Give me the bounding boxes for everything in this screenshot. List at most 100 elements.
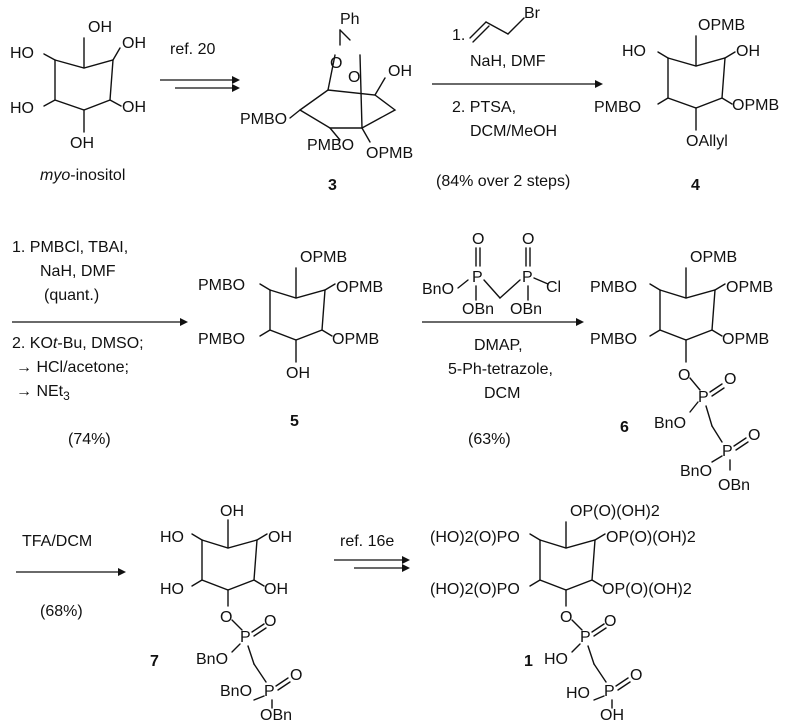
step3-line6: → NEt3 <box>16 383 70 403</box>
step3-line1: 1. PMBCl, TBAI, <box>12 239 128 256</box>
step6-ref: ref. 16e <box>340 533 394 550</box>
allyl-br: Br <box>524 5 541 22</box>
step2-ptsa: 2. PTSA, <box>452 99 516 116</box>
c4-upper-right: OH <box>736 43 760 60</box>
reagent-obn-left: OBn <box>462 301 494 318</box>
c6-p1-bno: BnO <box>654 415 686 432</box>
step4-yield: (63%) <box>468 431 511 448</box>
step3-line5: → HCl/acetone; <box>16 359 129 376</box>
compound-3-number: 3 <box>328 177 337 194</box>
c1-p2-o: O <box>630 667 642 684</box>
myo-oh-upper-right: OH <box>122 35 146 52</box>
reagent-o-right: O <box>522 231 534 248</box>
step3-line4: 2. KOt-Bu, DMSO; <box>12 335 144 352</box>
c3-o2: O <box>348 69 360 86</box>
c4-lower-right: OPMB <box>732 97 779 114</box>
c5-lower-right: OPMB <box>332 331 379 348</box>
compound-7-structure: OH HO OH HO OH O P O BnO P O BnO OBn 7 <box>150 503 302 724</box>
c1-p1-ho: HO <box>544 651 568 668</box>
reagent-o-left: O <box>472 231 484 248</box>
step3-yield: (74%) <box>68 431 111 448</box>
step2-num1: 1. <box>452 27 465 44</box>
c6-o-link: O <box>678 367 690 384</box>
compound-1-structure: OP(O)(OH)2 (HO)2(O)PO OP(O)(OH)2 (HO)2(O… <box>430 503 696 724</box>
c1-p1: P <box>580 629 591 646</box>
step2-naH-dmf: NaH, DMF <box>470 53 546 70</box>
c1-p2-oh: OH <box>600 707 624 724</box>
reagent-p-right: P <box>522 269 533 286</box>
c3-pmbo-left: PMBO <box>240 111 287 128</box>
compound-1-number: 1 <box>524 653 533 670</box>
c6-lower-right: OPMB <box>722 331 769 348</box>
c5-top: OPMB <box>300 249 347 266</box>
c1-lower-left: (HO)2(O)PO <box>430 581 520 598</box>
c3-pmbo-bottom: PMBO <box>307 137 354 154</box>
step5-conditions: TFA/DCM (68%) <box>16 533 126 620</box>
step2-arrow: 1. Br NaH, DMF 2. PTSA, DCM/MeOH (84% ov… <box>432 5 603 190</box>
step5-line1: TFA/DCM <box>22 533 92 550</box>
c5-lower-left: PMBO <box>198 331 245 348</box>
c4-bottom: OAllyl <box>686 133 728 150</box>
c1-upper-right: OP(O)(OH)2 <box>606 529 696 546</box>
c1-o-link: O <box>560 609 572 626</box>
myo-ho-upper-left: HO <box>10 45 34 62</box>
c7-top: OH <box>220 503 244 520</box>
compound-4-number: 4 <box>691 177 700 194</box>
c7-p2: P <box>264 683 275 700</box>
c7-o-link: O <box>220 609 232 626</box>
compound-5-number: 5 <box>290 413 299 430</box>
c6-p2: P <box>722 443 733 460</box>
myo-oh-top: OH <box>88 19 112 36</box>
myo-inositol-structure: OH HO OH HO OH OH myo-inositol <box>10 19 146 184</box>
myo-oh-lower-right: OH <box>122 99 146 116</box>
c7-p1-bno: BnO <box>196 651 228 668</box>
step3-line2: NaH, DMF <box>40 263 116 280</box>
compound-3-structure: Ph O O OH PMBO PMBO OPMB 3 <box>240 11 413 194</box>
c1-p1-o: O <box>604 613 616 630</box>
c6-upper-left: PMBO <box>590 279 637 296</box>
c6-top: OPMB <box>690 249 737 266</box>
c1-p2-ho: HO <box>566 685 590 702</box>
c6-lower-left: PMBO <box>590 331 637 348</box>
c5-bottom: OH <box>286 365 310 382</box>
c7-p1-o: O <box>264 613 276 630</box>
compound-7-number: 7 <box>150 653 159 670</box>
c5-upper-right: OPMB <box>336 279 383 296</box>
step3-line3: (quant.) <box>44 287 99 304</box>
step4-conditions: O O P P BnO Cl OBn OBn DMAP, 5-Ph-tetraz… <box>422 231 584 448</box>
bisphosphonate-reagent-structure: O O P P BnO Cl OBn OBn <box>422 231 561 318</box>
step3-conditions: 1. PMBCl, TBAI, NaH, DMF (quant.) 2. KOt… <box>12 239 188 448</box>
step2-yield: (84% over 2 steps) <box>436 173 570 190</box>
step1-arrow: ref. 20 <box>160 41 240 92</box>
c4-top: OPMB <box>698 17 745 34</box>
myo-inositol-label: myo-inositol <box>40 167 125 184</box>
allyl-bromide-structure: Br <box>469 5 541 43</box>
c3-oh: OH <box>388 63 412 80</box>
reagent-bno: BnO <box>422 281 454 298</box>
step6-arrow: ref. 16e <box>334 533 410 572</box>
compound-5-structure: OPMB PMBO OPMB PMBO OPMB OH 5 <box>198 249 383 430</box>
c6-p1-o: O <box>724 371 736 388</box>
c1-upper-left: (HO)2(O)PO <box>430 529 520 546</box>
step4-line2: 5-Ph-tetrazole, <box>448 361 553 378</box>
c7-upper-right: OH <box>268 529 292 546</box>
c7-upper-left: HO <box>160 529 184 546</box>
step4-line1: DMAP, <box>474 337 523 354</box>
reagent-p-left: P <box>472 269 483 286</box>
compound-6-structure: OPMB PMBO OPMB PMBO OPMB O P O BnO P O B… <box>590 249 773 494</box>
c6-p2-bno: BnO <box>680 463 712 480</box>
c3-ph: Ph <box>340 11 360 28</box>
c5-upper-left: PMBO <box>198 277 245 294</box>
c7-lower-left: HO <box>160 581 184 598</box>
c6-upper-right: OPMB <box>726 279 773 296</box>
step5-yield: (68%) <box>40 603 83 620</box>
c7-p1: P <box>240 629 251 646</box>
c1-top: OP(O)(OH)2 <box>570 503 660 520</box>
reagent-obn-right: OBn <box>510 301 542 318</box>
c7-p2-o: O <box>290 667 302 684</box>
myo-oh-bottom: OH <box>70 135 94 152</box>
c1-p2: P <box>604 683 615 700</box>
c3-o1: O <box>330 55 342 72</box>
